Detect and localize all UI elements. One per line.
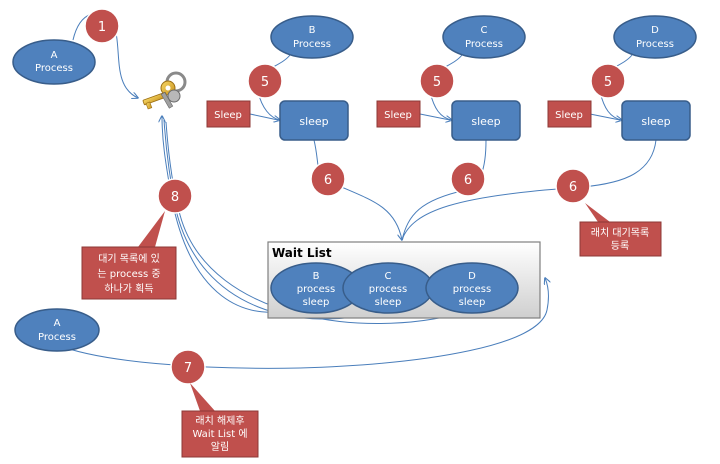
svg-text:는 process 중: 는 process 중 [97,268,160,280]
svg-text:6: 6 [464,173,472,188]
badge-step-8: 8 [157,178,193,214]
svg-text:래치 대기목록: 래치 대기목록 [591,227,649,239]
svg-text:1: 1 [98,20,106,35]
wait-list-title: Wait List [272,246,332,260]
note-acquire: 대기 목록에 있 는 process 중 하나가 획득 [81,211,177,300]
svg-text:sleep: sleep [299,115,328,128]
process-b-label: Process [293,39,331,50]
badge-step-5-b: 5 [247,63,283,99]
svg-text:Wait List 에: Wait List 에 [192,428,247,440]
connector-d-sleep-label [589,113,621,121]
process-node-a-top: A Process [12,39,96,85]
svg-text:sleep: sleep [641,115,670,128]
svg-text:process: process [369,284,407,295]
svg-text:5: 5 [433,75,441,90]
process-a-bottom-letter: A [54,318,61,329]
process-d-letter: D [651,25,659,36]
sleep-box-c: sleep [451,100,521,141]
wait-list-item-d: D process sleep [425,262,519,314]
wait-list-item-b: B process sleep [270,262,362,314]
svg-text:sleep: sleep [471,115,500,128]
svg-text:sleep: sleep [303,297,330,308]
note-latch-register: 래치 대기목록 등록 [579,203,662,257]
connector-b-sleep-label [249,113,279,121]
process-node-d: D Process [613,15,697,59]
svg-text:래치 해제후: 래치 해제후 [195,414,244,427]
svg-text:등록: 등록 [611,240,629,252]
process-node-b: B Process [270,15,354,59]
sleep-label-b: Sleep [206,100,251,128]
svg-text:D: D [468,271,476,282]
process-b-letter: B [309,25,316,36]
connector-waitlist-d-to-key [165,121,471,324]
wait-list-panel: Wait List B process sleep C process slee… [267,241,541,319]
svg-text:8: 8 [171,190,179,205]
connector-c-sleep-label [419,113,451,121]
svg-text:하나가 획득: 하나가 획득 [104,282,153,295]
badge-step-6-c: 6 [450,161,486,197]
svg-text:7: 7 [184,361,192,376]
connector-lines [57,12,657,369]
svg-text:Sleep: Sleep [214,110,242,121]
process-a-letter: A [51,50,58,61]
svg-text:6: 6 [569,180,577,195]
badge-step-5-c: 5 [419,63,455,99]
sleep-label-d: Sleep [547,100,592,128]
svg-text:B: B [313,271,320,282]
badge-step-1: 1 [84,8,120,44]
svg-text:Sleep: Sleep [555,110,583,121]
process-a-bottom-label: Process [38,332,76,343]
sleep-box-b: sleep [279,100,349,141]
badge-step-7: 7 [170,349,206,385]
sleep-label-c: Sleep [376,100,421,128]
svg-text:5: 5 [261,75,269,90]
svg-text:6: 6 [324,173,332,188]
process-c-letter: C [481,25,488,36]
svg-text:5: 5 [604,75,612,90]
badge-step-6-d: 6 [555,168,591,204]
badge-step-6-b: 6 [310,161,346,197]
process-c-label: Process [465,39,503,50]
sleep-box-d: sleep [621,100,691,141]
process-node-c: C Process [442,15,526,59]
badge-step-5-d: 5 [590,63,626,99]
process-d-label: Process [636,39,674,50]
connector-a-bottom-to-waitlist [57,278,548,369]
svg-text:process: process [453,284,491,295]
connector-waitlist-b-to-key [162,116,311,313]
svg-text:대기 목록에 있: 대기 목록에 있 [98,253,160,265]
svg-text:process: process [297,284,335,295]
svg-text:알림: 알림 [211,441,229,453]
process-node-a-bottom: A Process [14,308,100,352]
note-notify: 래치 해제후 Wait List 에 알림 [181,383,259,458]
keys-icon [142,71,187,110]
wait-list-item-c: C process sleep [342,262,434,314]
process-a-label: Process [35,63,73,74]
svg-text:Sleep: Sleep [384,110,412,121]
svg-text:C: C [385,271,392,282]
svg-text:sleep: sleep [375,297,402,308]
svg-text:sleep: sleep [459,297,486,308]
